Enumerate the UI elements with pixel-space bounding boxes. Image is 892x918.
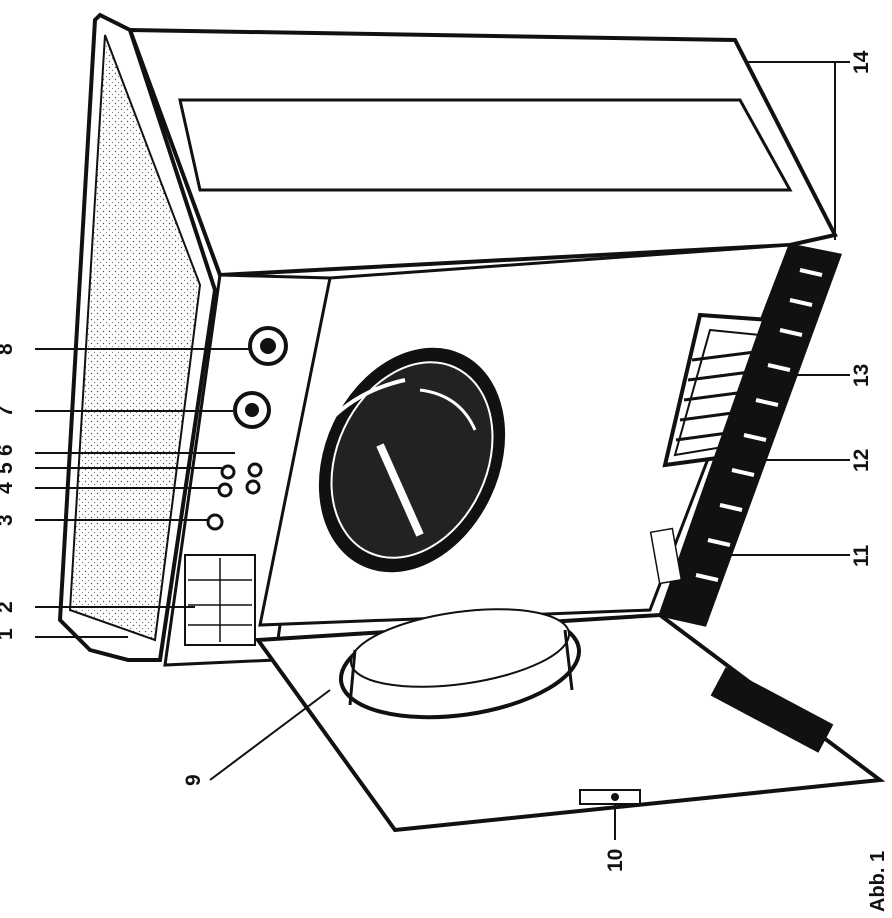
callout-9: 9 (182, 774, 205, 786)
callouts: 1 2 3 4 5 6 7 8 9 10 11 12 13 14 (0, 50, 873, 872)
callout-4: 4 (0, 482, 17, 494)
side-panel (127, 27, 838, 278)
callout-7: 7 (0, 405, 17, 417)
callout-13: 13 (850, 364, 873, 387)
callout-11: 11 (850, 544, 873, 567)
buttons-4-5-6 (217, 462, 263, 498)
open-door (254, 608, 886, 833)
button-3 (206, 513, 224, 531)
kick-plate (649, 243, 843, 627)
knob-7 (233, 391, 271, 429)
callout-6: 6 (0, 444, 17, 456)
callout-8: 8 (0, 343, 17, 355)
callout-12: 12 (850, 449, 873, 472)
callout-1: 1 (0, 628, 17, 640)
callout-5: 5 (0, 462, 17, 474)
knob-8 (248, 326, 288, 366)
figure-caption: Abb. 1 (867, 851, 889, 912)
callout-10: 10 (604, 849, 627, 872)
leader-lines (35, 61, 850, 840)
drum-opening (318, 347, 506, 573)
callout-2: 2 (0, 601, 17, 613)
callout-14: 14 (850, 50, 873, 74)
callout-3: 3 (0, 514, 17, 526)
